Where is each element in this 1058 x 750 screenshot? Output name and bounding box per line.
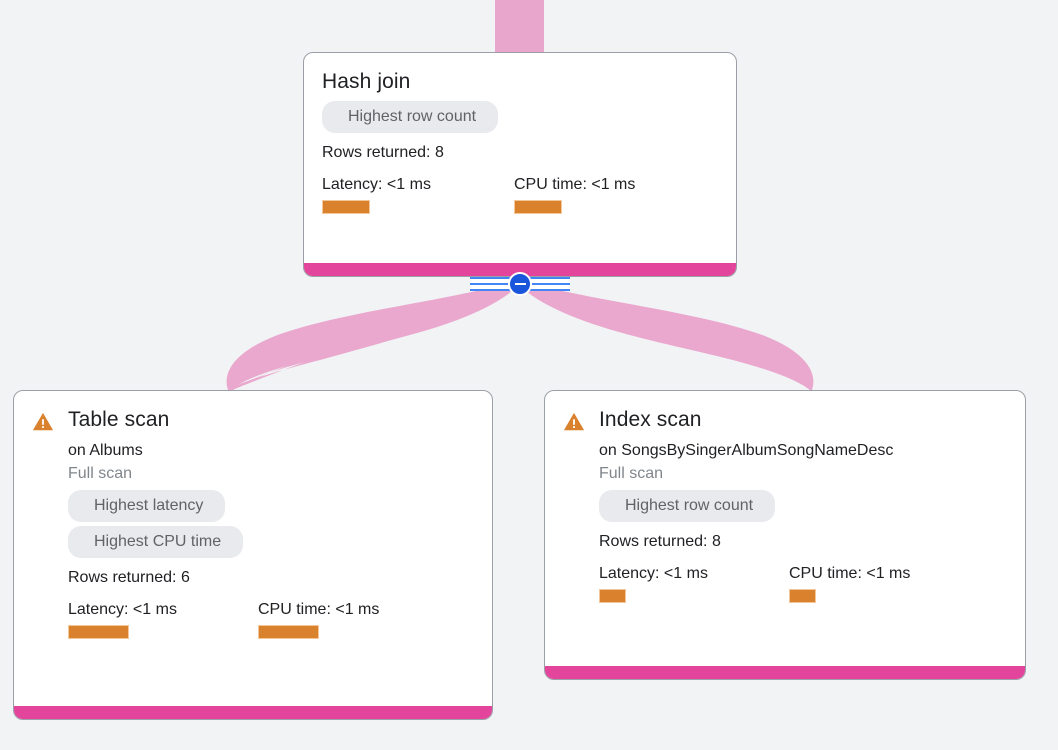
warning-triangle-icon bbox=[32, 412, 54, 431]
metric-cpu-time-bar bbox=[258, 625, 319, 639]
metric-cpu-time: CPU time: <1 ms bbox=[514, 175, 635, 214]
node-title: Index scan bbox=[599, 408, 702, 431]
node-chips: Highest row count bbox=[599, 490, 1007, 526]
badge-highest-row-count: Highest row count bbox=[322, 101, 499, 133]
node-subtitle: on SongsBySingerAlbumSongNameDesc bbox=[599, 442, 894, 459]
node-accent-bar bbox=[304, 263, 736, 276]
metric-latency-bar bbox=[322, 200, 370, 214]
badge-highest-cpu-time: Highest CPU time bbox=[68, 526, 244, 558]
node-title: Hash join bbox=[322, 70, 411, 93]
rows-returned: Rows returned: 6 bbox=[68, 569, 190, 586]
edge-hashjoin-to-tablescan-band bbox=[226, 284, 517, 390]
metric-cpu-time: CPU time: <1 ms bbox=[258, 600, 379, 639]
metric-latency: Latency: <1 ms bbox=[599, 564, 789, 603]
metric-cpu-time-label: CPU time: <1 ms bbox=[789, 565, 911, 582]
metric-latency: Latency: <1 ms bbox=[322, 175, 514, 214]
edge-hashjoin-to-tablescan bbox=[228, 286, 516, 392]
node-content: Highest row count Rows returned: 8 Laten… bbox=[322, 101, 718, 214]
node-metrics: Latency: <1 ms CPU time: <1 ms bbox=[599, 564, 1007, 603]
node-scan-type: Full scan bbox=[68, 465, 133, 482]
metric-cpu-time-bar bbox=[514, 200, 562, 214]
node-metrics: Latency: <1 ms CPU time: <1 ms bbox=[322, 175, 718, 214]
rows-returned: Rows returned: 8 bbox=[599, 533, 721, 550]
node-body: Index scan on SongsBySingerAlbumSongName… bbox=[545, 391, 1025, 679]
metric-cpu-time-bar bbox=[789, 589, 816, 603]
node-subtitle: on Albums bbox=[68, 442, 143, 459]
node-body: Table scan on Albums Full scan Highest l… bbox=[14, 391, 492, 719]
minus-circle-icon[interactable] bbox=[508, 272, 532, 296]
badge-highest-latency: Highest latency bbox=[68, 490, 226, 522]
node-title-row: Hash join bbox=[322, 69, 718, 95]
collapse-handle[interactable] bbox=[470, 271, 570, 297]
edge-hashjoin-to-indexscan bbox=[522, 284, 814, 390]
node-scan-type: Full scan bbox=[599, 465, 664, 482]
metric-latency-bar bbox=[68, 625, 129, 639]
node-content: on SongsBySingerAlbumSongNameDesc Full s… bbox=[563, 439, 1007, 603]
plan-node-hash-join[interactable]: Hash join Highest row count Rows returne… bbox=[303, 52, 737, 277]
node-chips: Highest row count bbox=[322, 101, 718, 137]
warning-triangle-icon bbox=[563, 412, 585, 431]
node-title-row: Index scan bbox=[563, 407, 1007, 433]
metric-latency-label: Latency: <1 ms bbox=[322, 176, 431, 193]
metric-latency-bar bbox=[599, 589, 626, 603]
metric-latency: Latency: <1 ms bbox=[68, 600, 258, 639]
plan-node-table-scan[interactable]: Table scan on Albums Full scan Highest l… bbox=[13, 390, 493, 720]
metric-cpu-time-label: CPU time: <1 ms bbox=[514, 176, 636, 193]
node-content: on Albums Full scan Highest latency High… bbox=[32, 439, 474, 639]
metric-latency-label: Latency: <1 ms bbox=[68, 601, 177, 618]
badge-highest-row-count: Highest row count bbox=[599, 490, 776, 522]
node-metrics: Latency: <1 ms CPU time: <1 ms bbox=[68, 600, 474, 639]
metric-cpu-time-label: CPU time: <1 ms bbox=[258, 601, 380, 618]
node-title-row: Table scan bbox=[32, 407, 474, 433]
metric-latency-label: Latency: <1 ms bbox=[599, 565, 708, 582]
edge-splay-left bbox=[228, 286, 516, 392]
minus-glyph bbox=[514, 283, 526, 285]
node-body: Hash join Highest row count Rows returne… bbox=[304, 53, 736, 276]
node-chips: Highest latency Highest CPU time bbox=[68, 490, 474, 562]
rows-returned: Rows returned: 8 bbox=[322, 144, 444, 161]
node-title: Table scan bbox=[68, 408, 170, 431]
metric-cpu-time: CPU time: <1 ms bbox=[789, 564, 910, 603]
node-accent-bar bbox=[14, 706, 492, 719]
node-accent-bar bbox=[545, 666, 1025, 679]
edge-incoming-stub bbox=[495, 0, 544, 53]
plan-node-index-scan[interactable]: Index scan on SongsBySingerAlbumSongName… bbox=[544, 390, 1026, 680]
